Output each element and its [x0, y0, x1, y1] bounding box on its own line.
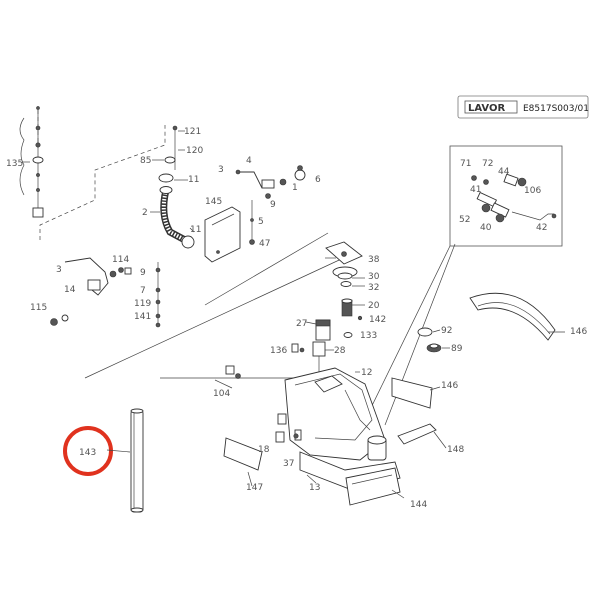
part-label-38: 38	[368, 255, 380, 265]
main-body-12	[284, 367, 387, 461]
part-label-30: 30	[368, 272, 380, 282]
part-label-3b: 3	[56, 265, 62, 275]
part-label-3a: 3	[218, 165, 224, 175]
brand-logo: LAVOR	[468, 103, 505, 114]
part-label-47: 47	[259, 239, 270, 249]
part-label-147: 147	[246, 483, 263, 493]
part-label-12: 12	[361, 368, 372, 378]
part-label-37: 37	[283, 459, 294, 469]
part-label-11a: 11	[188, 175, 199, 185]
part-label-20: 20	[368, 301, 380, 311]
part-label-2: 2	[142, 208, 148, 218]
part-label-28: 28	[334, 346, 346, 356]
base-13	[299, 451, 401, 506]
part-label-7: 7	[140, 286, 146, 296]
part-label-106: 106	[524, 186, 541, 196]
tube-143[interactable]	[130, 408, 144, 513]
part-label-119: 119	[134, 299, 151, 309]
pads	[223, 292, 556, 471]
part-label-1: 1	[292, 183, 298, 193]
hardware-small	[214, 343, 305, 443]
part-label-85: 85	[140, 156, 151, 166]
part-label-120: 120	[186, 146, 203, 156]
tank-145	[204, 206, 241, 263]
part-label-11b: 11	[190, 225, 201, 235]
filter-27	[312, 319, 331, 372]
part-label-144: 144	[410, 500, 427, 510]
part-label-133: 133	[360, 331, 377, 341]
part-label-13: 13	[309, 483, 320, 493]
part-label-18: 18	[258, 445, 270, 455]
part-label-9b: 9	[140, 268, 146, 278]
part-labels: 1351211208511211145431695473141149711914…	[6, 127, 587, 510]
part-label-71: 71	[460, 159, 471, 169]
lever-4	[235, 165, 306, 245]
part-label-92: 92	[441, 326, 452, 336]
drawing-code: E8517S003/01	[523, 104, 589, 114]
part-label-40: 40	[480, 223, 492, 233]
part-label-32: 32	[368, 283, 379, 293]
part-label-104: 104	[213, 389, 230, 399]
part-label-145: 145	[205, 197, 222, 207]
part-label-14: 14	[64, 285, 76, 295]
part-label-141: 141	[134, 312, 151, 322]
part-label-143[interactable]: 143	[79, 448, 96, 458]
part-label-4: 4	[246, 156, 252, 166]
part-label-44: 44	[498, 167, 510, 177]
part-label-52: 52	[459, 215, 470, 225]
part-label-148: 148	[447, 445, 464, 455]
part-label-121: 121	[184, 127, 201, 137]
caps	[417, 327, 442, 353]
detail-inset	[364, 145, 563, 426]
highlight-circle	[63, 426, 113, 476]
cover-assembly-38	[325, 241, 363, 338]
part-label-6: 6	[315, 175, 321, 185]
part-label-72: 72	[482, 159, 493, 169]
part-label-146b: 146	[441, 381, 458, 391]
leader-lines	[22, 130, 565, 499]
part-label-9a: 9	[270, 200, 276, 210]
diagram-header: LAVOR E8517S003/01	[457, 95, 589, 119]
part-label-115: 115	[30, 303, 47, 313]
part-label-5: 5	[258, 217, 264, 227]
part-label-146a: 146	[570, 327, 587, 337]
part-label-136: 136	[270, 346, 287, 356]
part-label-135: 135	[6, 159, 23, 169]
part-label-114: 114	[112, 255, 129, 265]
hose-assembly-2	[158, 125, 195, 249]
part-label-27: 27	[296, 319, 307, 329]
part-label-89: 89	[451, 344, 463, 354]
part-label-42: 42	[536, 223, 547, 233]
part-label-41: 41	[470, 185, 481, 195]
rod-assembly-135	[19, 106, 44, 218]
pedal-bracket-14	[50, 257, 161, 328]
part-label-142: 142	[369, 315, 386, 325]
